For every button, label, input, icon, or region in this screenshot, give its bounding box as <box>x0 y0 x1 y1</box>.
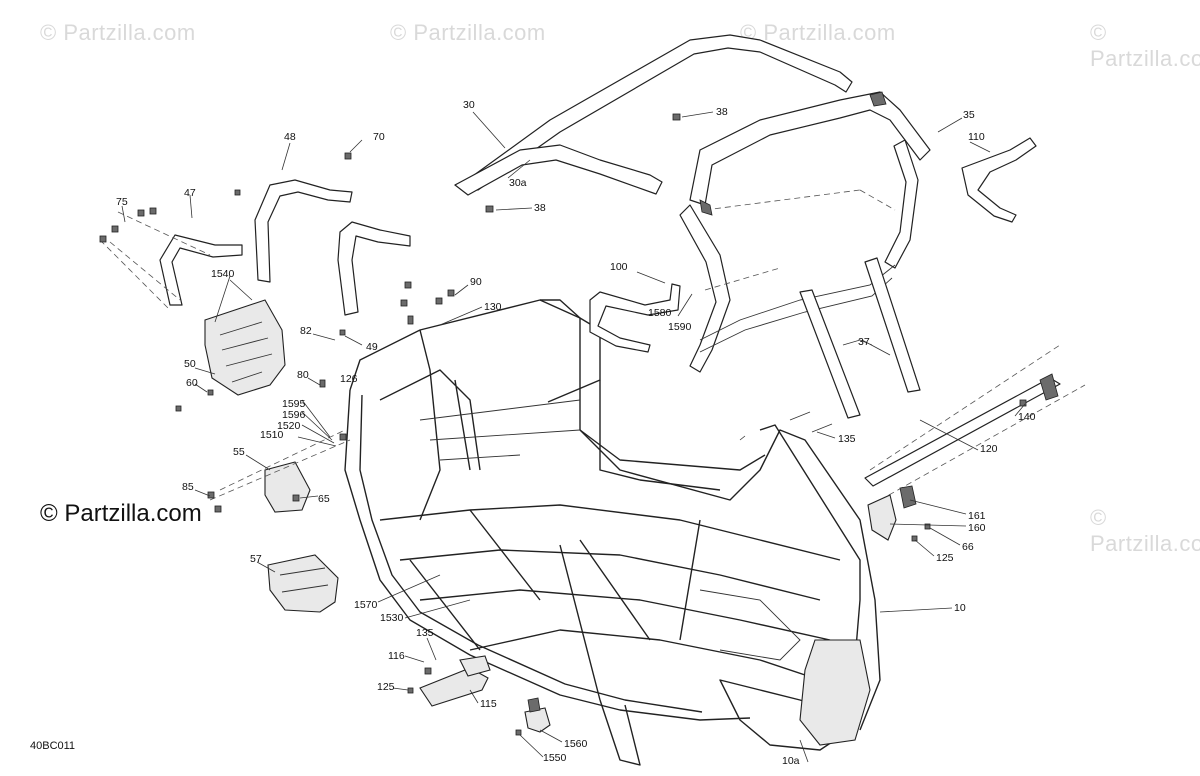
callout-label: 85 <box>182 481 194 493</box>
front-bracket <box>204 299 286 396</box>
callout-label: 30 <box>463 99 475 111</box>
side-supports <box>799 257 921 419</box>
callout-label: 75 <box>116 196 128 208</box>
callout-label: 37 <box>858 336 870 348</box>
callout-label: 1560 <box>564 738 588 750</box>
callout-label: 120 <box>980 443 998 455</box>
callout-label: 140 <box>1018 411 1036 423</box>
callout-label: 115 <box>480 698 497 710</box>
callout-label: 125 <box>377 681 395 693</box>
callout-label: 30a <box>509 177 527 189</box>
callout-label: 70 <box>373 131 385 143</box>
callout-label: 130 <box>484 301 502 313</box>
callout-label: 1595 <box>282 398 306 410</box>
callout-label: 50 <box>184 358 196 370</box>
handle-bars <box>99 179 411 316</box>
callout-label: 49 <box>366 341 378 353</box>
callout-label: 1596 <box>282 409 306 421</box>
callout-label: 47 <box>184 187 196 199</box>
watermark: © Partzilla.com <box>1090 20 1200 71</box>
rear-bracket <box>867 485 917 541</box>
callout-label: 1550 <box>543 752 567 764</box>
watermark: © Partzilla.com <box>1090 505 1200 556</box>
callout-label: 125 <box>936 552 954 564</box>
front-bar-100 <box>589 283 681 353</box>
callout-label: 135 <box>838 433 856 445</box>
callout-label: 161 <box>968 510 986 522</box>
callout-label: 57 <box>250 553 262 565</box>
leader-lines <box>121 111 1026 763</box>
callout-label: 1510 <box>260 429 284 441</box>
callout-label: 60 <box>186 377 198 389</box>
callout-label: 65 <box>318 493 330 505</box>
callout-label: 116 <box>388 650 405 662</box>
roll-cage <box>454 34 931 373</box>
brand-label: © Partzilla.com <box>40 500 202 527</box>
watermark: © Partzilla.com <box>390 20 546 45</box>
callout-label: 90 <box>470 276 482 288</box>
callout-label: 35 <box>963 109 975 121</box>
callout-label: 48 <box>284 131 296 143</box>
mount-57 <box>267 554 339 613</box>
clamp-115 <box>419 655 491 707</box>
callout-label: 126 <box>340 373 358 385</box>
rear-bar-110 <box>961 137 1037 223</box>
bracket-1560 <box>524 697 551 733</box>
callout-label: 82 <box>300 325 312 337</box>
callout-label: 38 <box>716 106 728 118</box>
callout-label: 1580 <box>648 307 672 319</box>
callout-label: 66 <box>962 541 974 553</box>
callout-label: 10a <box>782 755 800 767</box>
callout-label: 80 <box>297 369 309 381</box>
watermark: © Partzilla.com <box>740 20 896 45</box>
callout-label: 135 <box>416 627 434 639</box>
diagram-code: 40BC011 <box>30 740 76 752</box>
callout-labels: 75 47 48 70 30 30a 38 38 35 110 1540 50 … <box>116 99 1036 767</box>
callout-label: 110 <box>968 131 985 143</box>
callout-label: 38 <box>534 202 546 214</box>
main-frame <box>344 299 881 766</box>
callout-label: 160 <box>968 522 986 534</box>
callout-label: 1570 <box>354 599 378 611</box>
callout-label: 1590 <box>668 321 692 333</box>
callout-label: 10 <box>954 602 966 614</box>
watermark: © Partzilla.com <box>40 20 196 45</box>
callout-label: 1540 <box>211 268 235 280</box>
callout-label: 55 <box>233 446 245 458</box>
callout-label: 1530 <box>380 612 404 624</box>
support-rail <box>864 344 1086 501</box>
fasteners <box>99 113 1027 736</box>
callout-label: 100 <box>610 261 628 273</box>
callout-label: 1520 <box>277 420 301 432</box>
